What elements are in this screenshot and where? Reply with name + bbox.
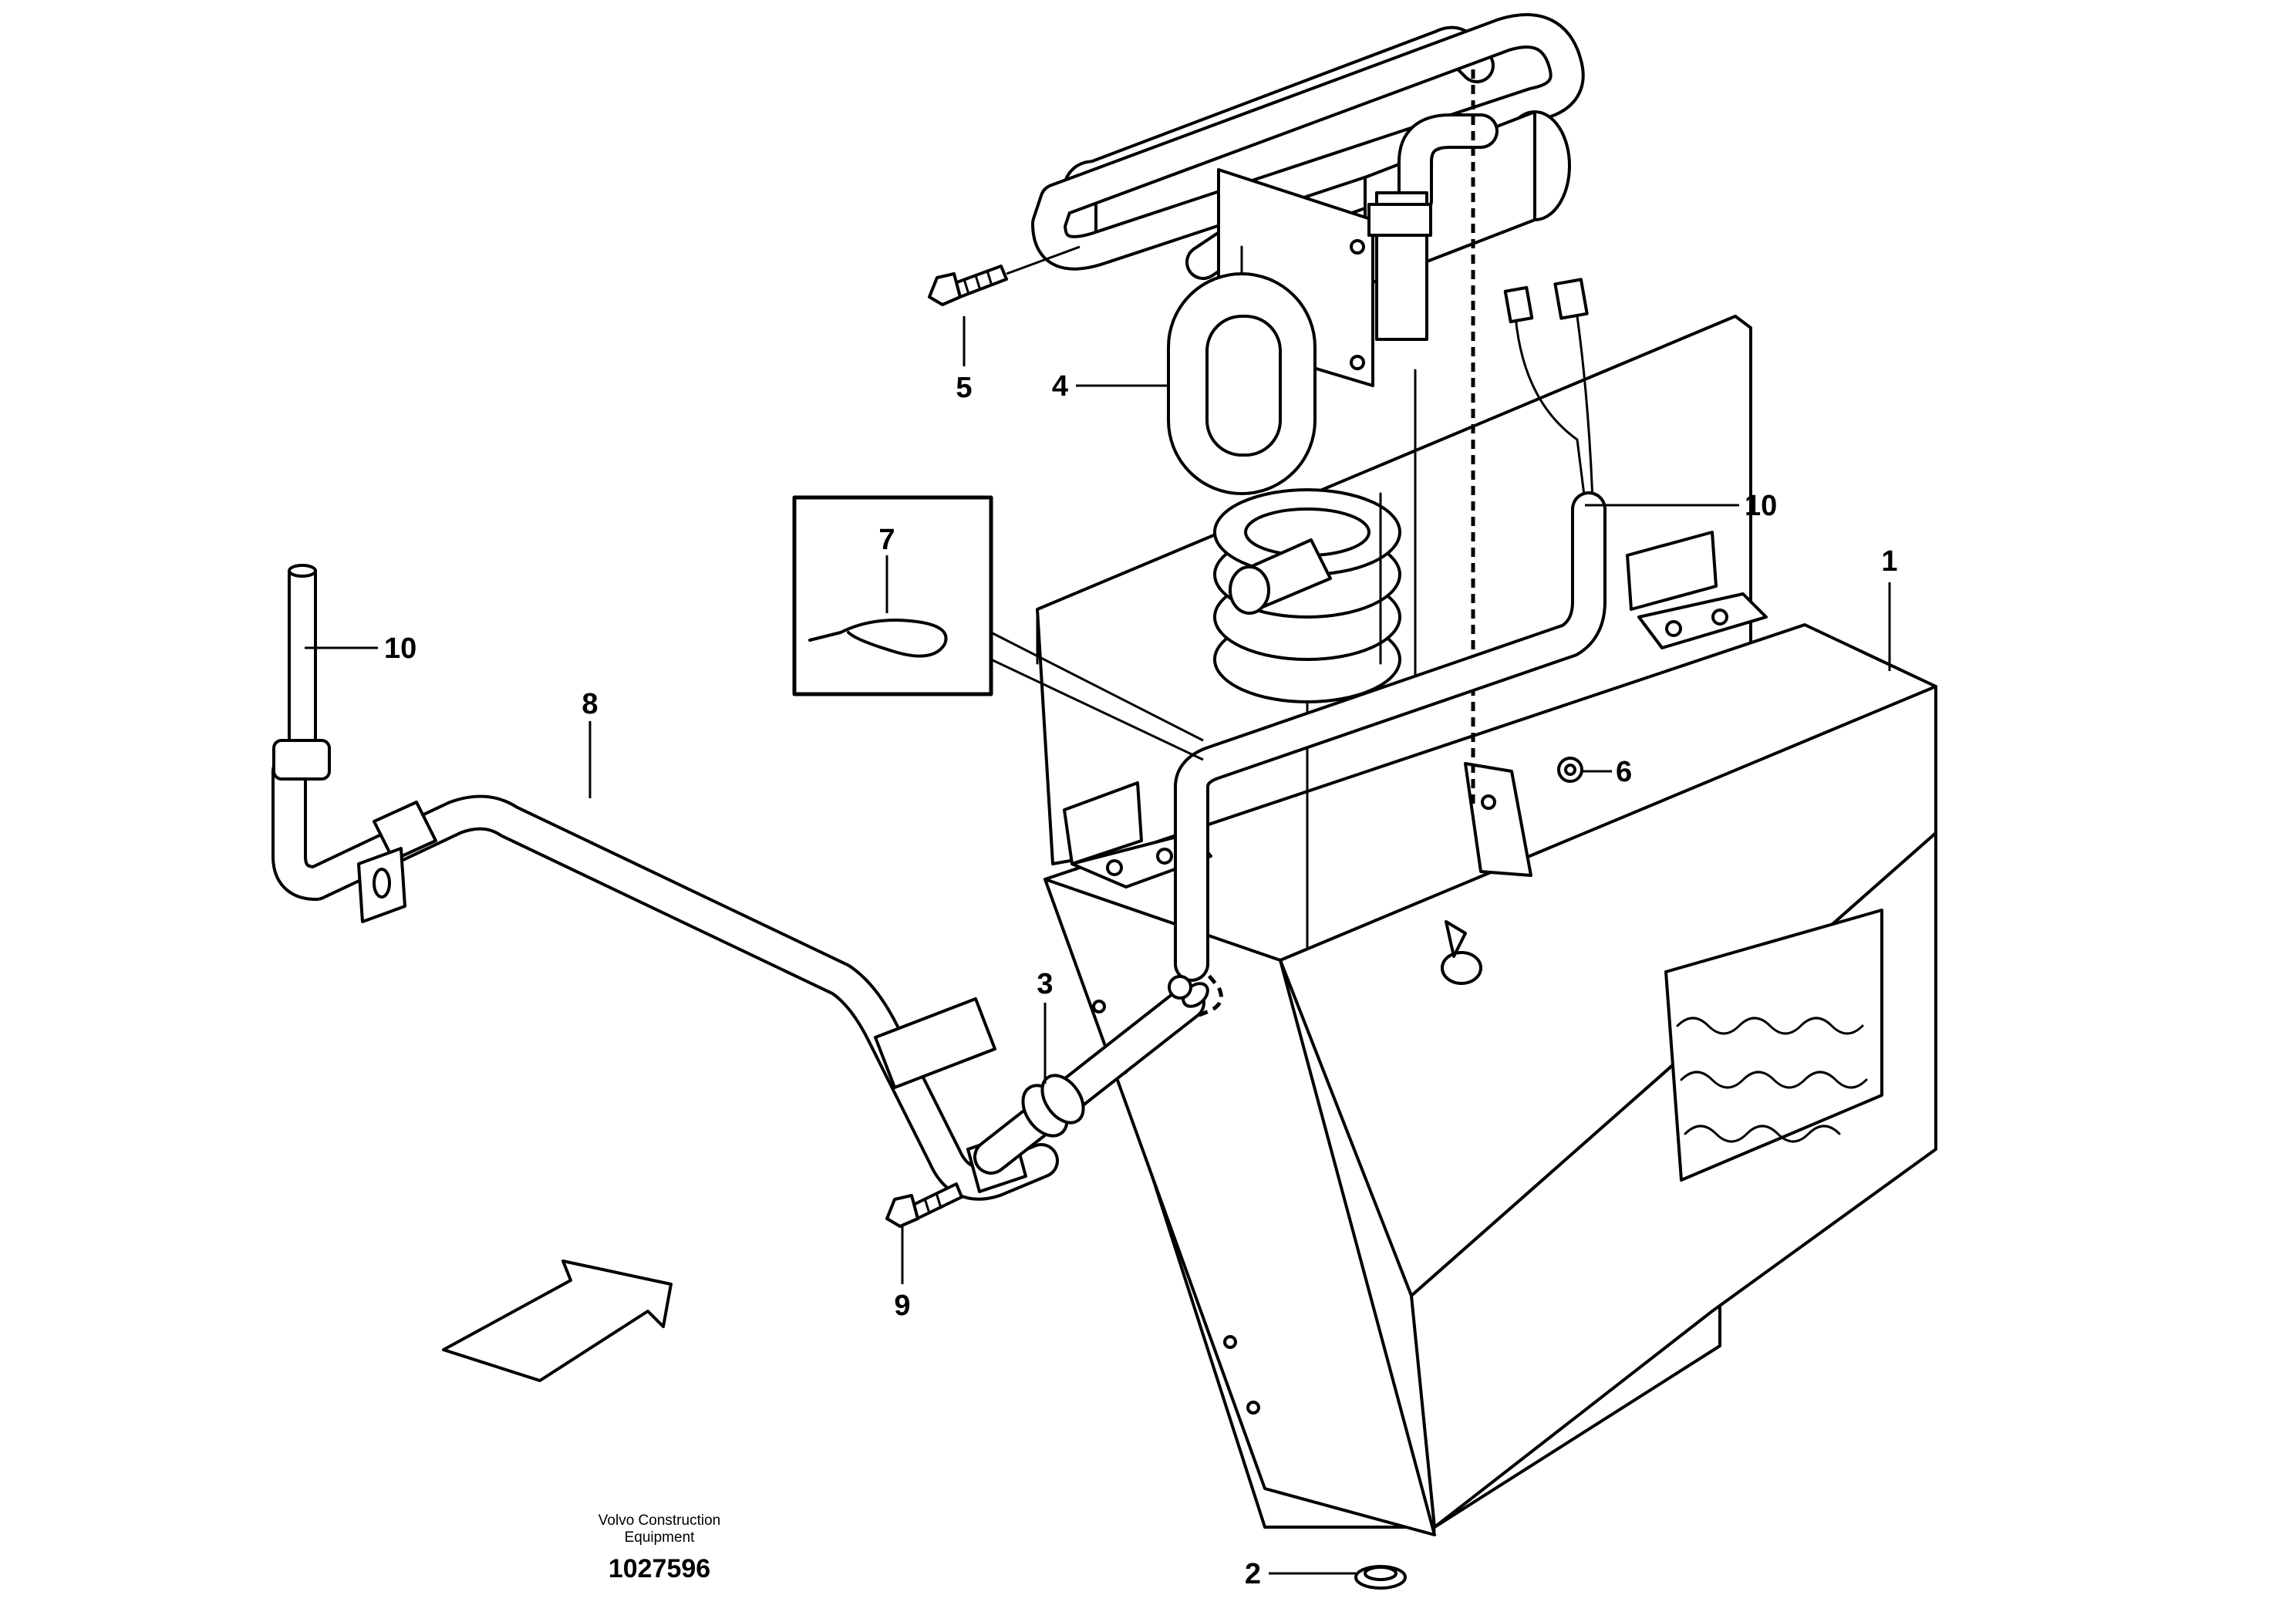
nut-part-6 [1557,757,1583,783]
pipe-part-8 [271,564,1059,1201]
grommet-part-2 [1354,1565,1407,1590]
company-name-line2: Equipment [625,1529,696,1546]
wiring-harness [1174,278,1607,982]
callout-5: 5 [956,372,972,404]
callout-3: 3 [1037,968,1053,1000]
callout-10-right: 10 [1745,490,1777,522]
callout-6: 6 [1616,756,1632,788]
hose-part-3 [973,975,1209,1175]
bolt-part-5 [928,245,1081,306]
callout-4: 4 [1052,370,1068,403]
callout-9: 9 [894,1290,910,1322]
callout-1: 1 [1881,545,1897,578]
bolt-part-9 [885,1182,963,1228]
company-name-line1: Volvo Construction [598,1512,720,1529]
tank-part-1 [1043,531,1937,1536]
callout-2: 2 [1245,1558,1261,1590]
view-direction-arrow [442,1259,673,1382]
leader-lines [305,316,1891,1575]
document-number: 1027596 [609,1554,710,1583]
callout-8: 8 [582,688,598,720]
heater-coil-part-4 [1031,13,1585,950]
callout-7: 7 [878,524,895,556]
callout-10-left: 10 [384,632,416,665]
cable-tie-detail-inset [792,495,1204,761]
